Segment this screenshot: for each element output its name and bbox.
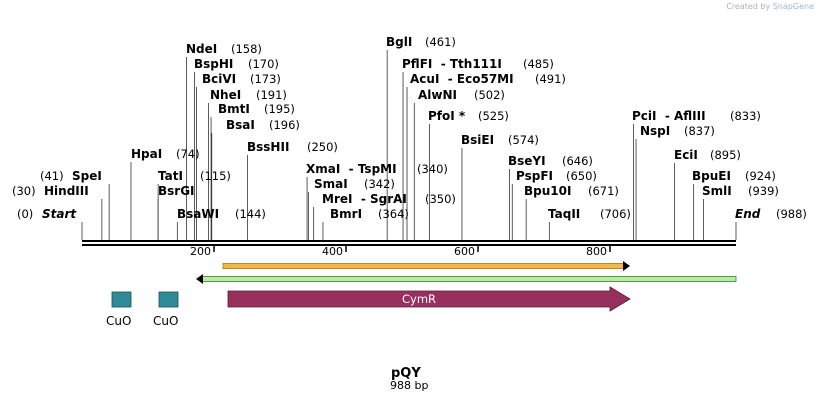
site-labels: Start (0) HindIII (30) SpeI (41) HpaI (74) TatI (… bbox=[12, 35, 807, 221]
credit-prefix: Created by bbox=[726, 2, 771, 11]
site-pos-bsiei: (574) bbox=[508, 133, 539, 147]
site-name-bmri: BmrI bbox=[330, 207, 362, 221]
cuo-box-1 bbox=[111, 291, 132, 308]
site-name-start: Start bbox=[42, 207, 77, 221]
site-name-bsphi: BspHI bbox=[194, 57, 233, 71]
site-pos-bsai: (196) bbox=[269, 118, 300, 132]
site-name-bgli: BglI bbox=[386, 35, 412, 49]
site-name-ecii: EciI bbox=[674, 148, 698, 162]
site-name-xmai-tspmi: XmaI - TspMI bbox=[306, 162, 397, 176]
site-name-bpu10i: Bpu10I bbox=[524, 184, 571, 198]
plasmid-name: pQY bbox=[391, 366, 421, 381]
site-name-smai: SmaI bbox=[314, 177, 348, 191]
site-pos-bcivi: (173) bbox=[250, 72, 281, 86]
site-name-pfoi: PfoI * bbox=[428, 109, 466, 123]
ruler-label-200: 200 bbox=[190, 245, 211, 258]
site-pos-bsphi: (170) bbox=[248, 57, 279, 71]
cymr-arrow bbox=[227, 286, 631, 312]
cuo-box-2 bbox=[158, 291, 179, 308]
site-pos-bpuei: (924) bbox=[745, 169, 776, 183]
cuo-label-1: CuO bbox=[106, 314, 131, 328]
feature-cymr: CymR bbox=[227, 286, 631, 312]
ruler-label-400: 400 bbox=[322, 245, 343, 258]
site-name-hindiii: HindIII bbox=[44, 184, 89, 198]
snapgene-credit: Created by SnapGene bbox=[726, 2, 814, 11]
site-pos-nhei: (191) bbox=[256, 88, 287, 102]
site-pos-tati: (115) bbox=[200, 169, 231, 183]
site-pos-nspi: (837) bbox=[684, 124, 715, 138]
site-pos-hindiii: (30) bbox=[12, 184, 36, 198]
site-pos-alwni: (502) bbox=[474, 88, 505, 102]
site-pos-start: (0) bbox=[17, 207, 33, 221]
site-pos-pfoi: (525) bbox=[478, 109, 509, 123]
cymr-label: CymR bbox=[402, 292, 436, 306]
site-name-nhei: NheI bbox=[210, 88, 241, 102]
site-name-acui-eco57mi: AcuI - Eco57MI bbox=[410, 72, 514, 86]
site-leader-lines bbox=[81, 50, 737, 240]
site-name-pcii-afliii: PciI - AflIII bbox=[632, 109, 706, 123]
site-name-bcivi: BciVI bbox=[202, 72, 236, 86]
site-pos-smli: (939) bbox=[748, 184, 779, 198]
site-pos-end: (988) bbox=[776, 207, 807, 221]
plasmid-length: 988 bp bbox=[390, 379, 428, 392]
site-pos-ndei: (158) bbox=[231, 42, 262, 56]
site-name-smli: SmlI bbox=[702, 184, 732, 198]
site-name-bpuei: BpuEI bbox=[692, 169, 731, 183]
site-pos-taqii: (706) bbox=[600, 207, 631, 221]
site-name-bsshii: BssHII bbox=[247, 140, 289, 154]
site-name-bsawi: BsaWI bbox=[177, 207, 219, 221]
site-name-pspfi: PspFI bbox=[516, 169, 553, 183]
site-pos-ecii: (895) bbox=[710, 148, 741, 162]
site-name-bsiei: BsiEI bbox=[461, 133, 494, 147]
site-pos-pcii-afliii: (833) bbox=[730, 109, 761, 123]
site-pos-pspfi: (650) bbox=[566, 169, 597, 183]
site-pos-mrei-sgrai: (350) bbox=[425, 192, 456, 206]
site-name-pflfi-tth111i: PflFI - Tth111I bbox=[402, 57, 502, 71]
site-name-alwni: AlwNI bbox=[418, 88, 457, 102]
site-name-bmti: BmtI bbox=[218, 102, 250, 116]
site-name-spei: SpeI bbox=[72, 169, 102, 183]
backbone bbox=[82, 240, 736, 246]
site-name-hpai: HpaI bbox=[131, 147, 162, 161]
site-name-end: End bbox=[735, 207, 761, 221]
site-pos-pflfi-tth111i: (485) bbox=[523, 57, 554, 71]
site-name-tati: TatI bbox=[158, 169, 183, 183]
ruler: 200 400 600 800 bbox=[190, 245, 611, 258]
site-name-bsrgi: BsrGI bbox=[158, 184, 195, 198]
orange-forward-bar bbox=[222, 261, 630, 271]
feature-cuo-1: CuO bbox=[106, 291, 132, 328]
green-reverse-bar bbox=[196, 274, 737, 284]
site-name-mrei-sgrai: MreI - SgrAI bbox=[322, 192, 407, 206]
site-pos-bgli: (461) bbox=[425, 35, 456, 49]
site-pos-hpai: (74) bbox=[176, 147, 200, 161]
feature-cuo-2: CuO bbox=[153, 291, 179, 328]
site-name-ndei: NdeI bbox=[186, 42, 217, 56]
ruler-label-800: 800 bbox=[586, 245, 607, 258]
site-pos-bsshii: (250) bbox=[307, 140, 338, 154]
site-pos-bmti: (195) bbox=[264, 102, 295, 116]
site-pos-smai: (342) bbox=[364, 177, 395, 191]
cuo-label-2: CuO bbox=[153, 314, 178, 328]
ruler-label-600: 600 bbox=[454, 245, 475, 258]
site-pos-bmri: (364) bbox=[378, 207, 409, 221]
site-pos-spei: (41) bbox=[40, 169, 64, 183]
site-pos-bseyi: (646) bbox=[562, 154, 593, 168]
site-name-nspi: NspI bbox=[640, 124, 670, 138]
site-name-bsai: BsaI bbox=[226, 118, 255, 132]
site-pos-acui-eco57mi: (491) bbox=[535, 72, 566, 86]
site-name-taqii: TaqII bbox=[548, 207, 580, 221]
site-pos-bpu10i: (671) bbox=[588, 184, 619, 198]
snapgene-logo-text: SnapGene bbox=[772, 2, 814, 11]
site-pos-bsawi: (144) bbox=[235, 207, 266, 221]
site-pos-xmai-tspmi: (340) bbox=[417, 162, 448, 176]
site-name-bseyi: BseYI bbox=[508, 154, 546, 168]
